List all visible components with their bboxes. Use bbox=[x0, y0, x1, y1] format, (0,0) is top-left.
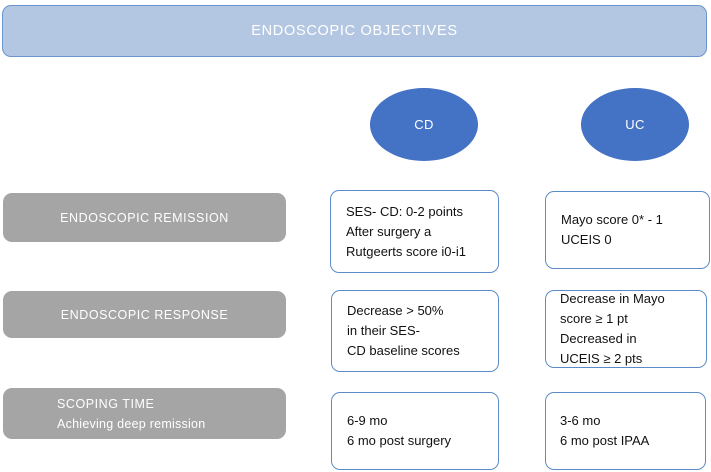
cell-remission-uc: Mayo score 0* - 1 UCEIS 0 bbox=[545, 191, 710, 269]
disease-ellipse-cd: CD bbox=[370, 88, 478, 161]
category-label-scoping-time: SCOPING TIME bbox=[57, 396, 155, 411]
cell-scoping-time-cd: 6-9 mo 6 mo post surgery bbox=[331, 392, 499, 470]
cell-remission-cd-line1: SES- CD: 0-2 points bbox=[346, 203, 464, 219]
cell-scoping-time-uc-line2: 6 mo post IPAA bbox=[560, 433, 650, 448]
cell-response-cd-line2: in their SES- bbox=[347, 323, 420, 338]
category-bar-scoping-time: SCOPING TIME Achieving deep remission bbox=[3, 388, 286, 439]
category-label-endoscopic-remission: ENDOSCOPIC REMISSION bbox=[60, 210, 229, 225]
cell-response-uc-line2: score ≥ 1 pt bbox=[560, 311, 628, 326]
cell-remission-cd-line3: Rutgeerts score i0-i1 bbox=[346, 243, 466, 259]
cell-scoping-time-cd-line2: 6 mo post surgery bbox=[347, 433, 452, 448]
category-label-endoscopic-response: ENDOSCOPIC RESPONSE bbox=[60, 307, 229, 322]
cell-response-cd-line3: CD baseline scores bbox=[347, 343, 460, 358]
category-bar-endoscopic-response: ENDOSCOPIC RESPONSE bbox=[3, 291, 286, 338]
cell-remission-cd-line2: After surgery a bbox=[346, 223, 432, 239]
cell-scoping-time-uc-line1: 3-6 mo bbox=[560, 413, 601, 428]
category-sublabel-scoping-time: Achieving deep remission bbox=[57, 416, 206, 431]
disease-label-cd: CD bbox=[414, 117, 434, 132]
cell-remission-uc-line2: UCEIS 0 bbox=[561, 232, 612, 247]
cell-remission-uc-line1: Mayo score 0* - 1 bbox=[561, 212, 663, 227]
cell-remission-cd: SES- CD: 0-2 points After surgery a Rutg… bbox=[330, 190, 499, 273]
cell-response-uc: Decrease in Mayo score ≥ 1 pt Decreased … bbox=[545, 290, 707, 368]
header-banner: ENDOSCOPIC OBJECTIVES bbox=[2, 5, 707, 57]
cell-response-cd-line1: Decrease > 50% bbox=[347, 303, 444, 318]
category-bar-endoscopic-remission: ENDOSCOPIC REMISSION bbox=[3, 193, 286, 242]
cell-scoping-time-cd-line1: 6-9 mo bbox=[347, 413, 388, 428]
page-title: ENDOSCOPIC OBJECTIVES bbox=[251, 23, 458, 39]
cell-response-uc-line1: Decrease in Mayo bbox=[560, 291, 665, 306]
cell-response-uc-line3: Decreased in bbox=[560, 331, 637, 346]
disease-label-uc: UC bbox=[625, 117, 645, 132]
disease-ellipse-uc: UC bbox=[581, 88, 689, 161]
cell-response-cd: Decrease > 50% in their SES- CD baseline… bbox=[331, 290, 499, 372]
cell-scoping-time-uc: 3-6 mo 6 mo post IPAA bbox=[545, 392, 706, 470]
cell-response-uc-line4: UCEIS ≥ 2 pts bbox=[560, 351, 643, 366]
